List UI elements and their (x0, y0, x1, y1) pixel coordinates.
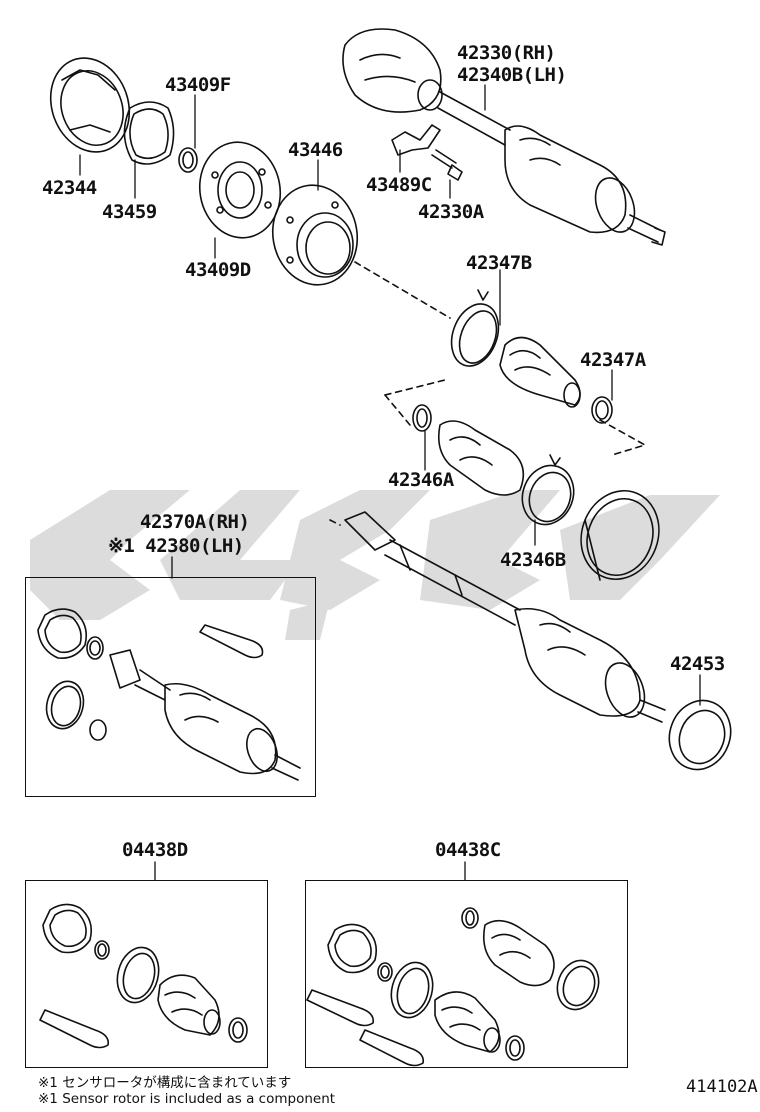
label-42344: 42344 (42, 177, 97, 199)
label-43409f: 43409F (165, 74, 231, 96)
label-43459: 43459 (102, 201, 157, 223)
label-42347a: 42347A (580, 349, 646, 371)
label-42346b: 42346B (500, 549, 566, 571)
kit-box-04438c (305, 880, 628, 1068)
footnote-japanese: ※1 センサロータが構成に含まれています (38, 1075, 292, 1091)
kit-04438c-contents (306, 907, 600, 1067)
middle-drive-shaft (344, 511, 666, 723)
footnote-english: ※1 Sensor rotor is included as a compone… (38, 1091, 336, 1107)
label-42453: 42453 (670, 653, 725, 675)
label-04438d: 04438D (122, 839, 188, 861)
guide-lines (329, 261, 646, 526)
kit-42370a-contents (37, 608, 301, 781)
bolt-part (431, 149, 463, 181)
flange-part (271, 184, 359, 286)
outer-boot-part (499, 336, 581, 408)
label-42346a: 42346A (388, 469, 454, 491)
inner-boot-part (437, 420, 525, 496)
outer-clamp-part (450, 289, 500, 367)
label-42380: ※1 42380(LH) (108, 535, 244, 557)
top-drive-shaft (342, 28, 666, 246)
diagram-code: 414102A (686, 1077, 758, 1097)
label-42370a: 42370A(RH) (140, 511, 250, 533)
hub-part (198, 141, 282, 239)
inner-large-clamp-part (521, 454, 575, 526)
dust-cover-part (49, 57, 131, 153)
label-43489c: 43489C (366, 174, 432, 196)
tulip-housing-part (580, 489, 660, 581)
label-43446: 43446 (288, 139, 343, 161)
lock-plate-part (391, 124, 441, 156)
kit-box-04438d (25, 880, 268, 1068)
seal-ring-part (668, 699, 732, 771)
label-42340b: 42340B(LH) (457, 64, 567, 86)
leader-lines (79, 84, 701, 881)
inner-small-clamp-part (412, 404, 432, 432)
label-42330: 42330(RH) (457, 42, 556, 64)
kit-04438d-contents (39, 903, 248, 1049)
label-42330a: 42330A (418, 201, 484, 223)
label-42347b: 42347B (466, 252, 532, 274)
small-clamp-part (591, 396, 613, 424)
snap-ring-part (178, 147, 198, 173)
kit-box-42370a (25, 577, 316, 797)
label-43409d: 43409D (185, 259, 251, 281)
gasket-part (123, 101, 175, 165)
label-04438c: 04438C (435, 839, 501, 861)
